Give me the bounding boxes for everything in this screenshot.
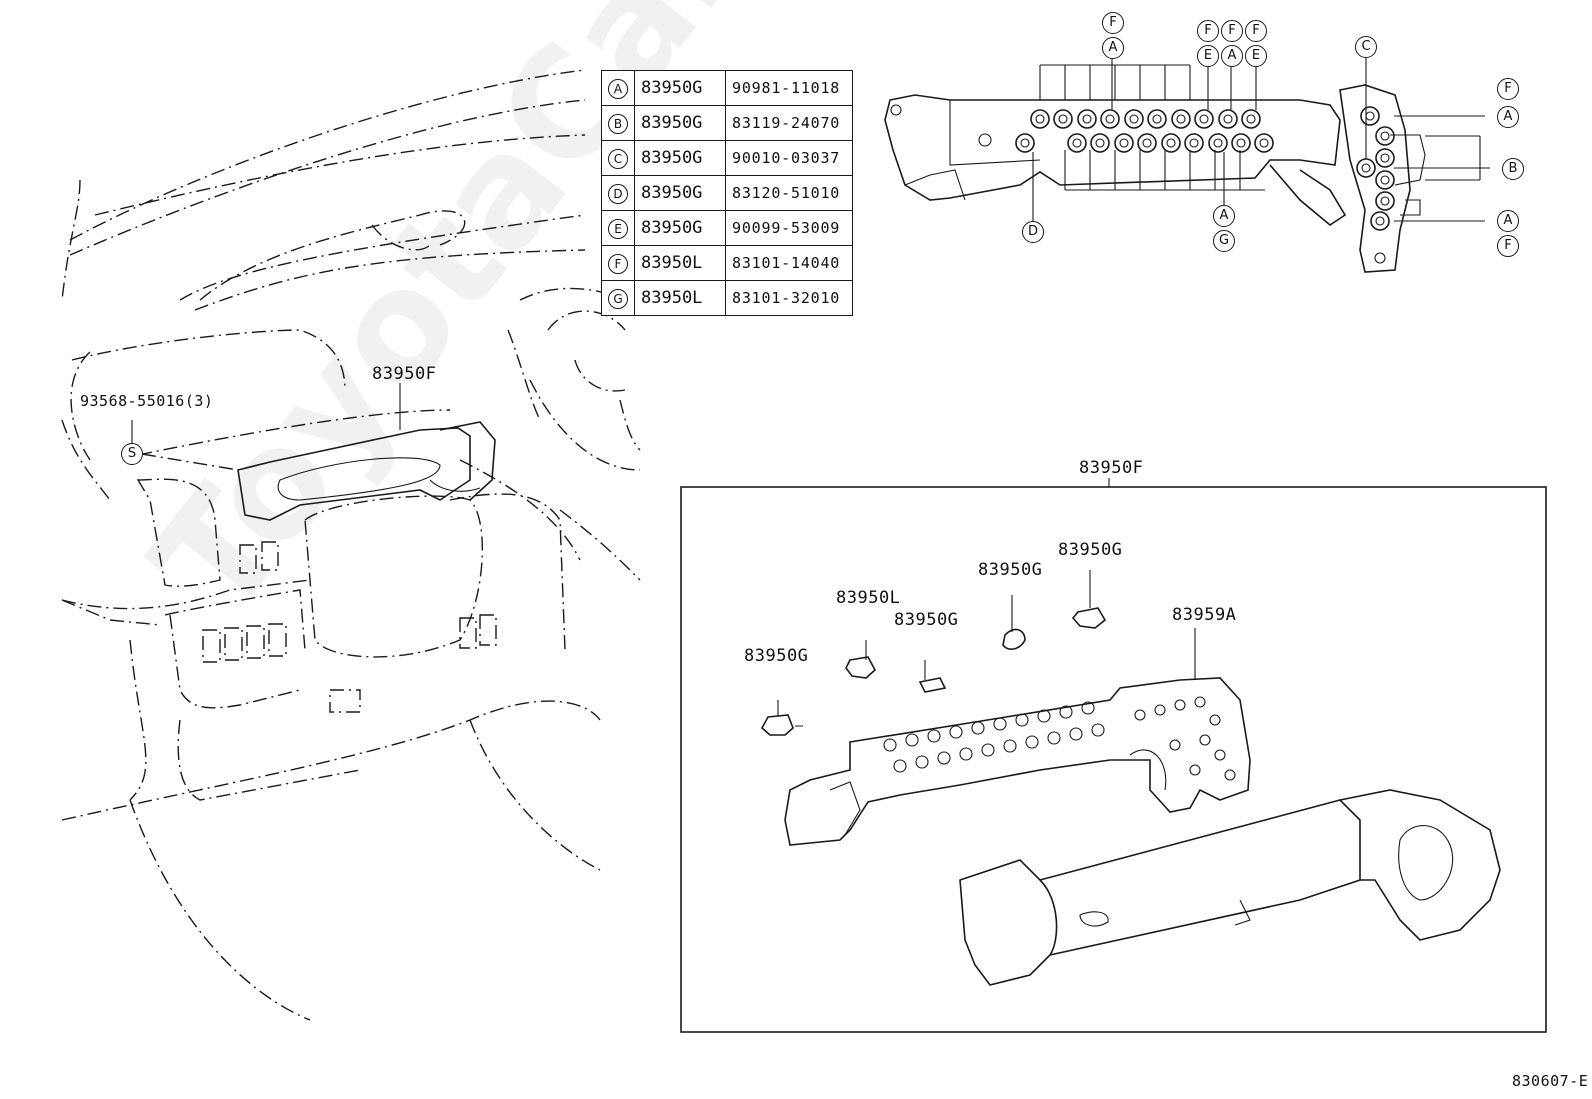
- callout-right-5: A: [1497, 210, 1519, 232]
- callout-top-3: F: [1197, 20, 1219, 42]
- callout-top-7: A: [1221, 45, 1243, 67]
- callout-right-4: B: [1502, 158, 1524, 180]
- callout-top-1: F: [1102, 12, 1124, 34]
- dashboard-illustration: [61, 69, 641, 1021]
- callout-leaders: [1032, 56, 1490, 222]
- legend-part-number: 90010-03037: [725, 140, 853, 176]
- callout-top-2: A: [1102, 37, 1124, 59]
- legend-key-letter: A: [608, 78, 628, 99]
- callout-bottom-2: A: [1213, 205, 1235, 227]
- callout-right-6: F: [1497, 235, 1519, 257]
- bulb-label-4: 83950G: [978, 560, 1043, 580]
- legend-key-letter: E: [608, 218, 628, 239]
- legend-part-number: 90981-11018: [725, 70, 853, 106]
- callout-bottom-1: D: [1022, 221, 1044, 243]
- diagram-code: 830607-E: [1512, 1072, 1589, 1090]
- socket-circles: [1015, 106, 1395, 231]
- callout-top-4: F: [1221, 20, 1243, 42]
- legend-part-code: 83950G: [634, 210, 726, 246]
- bulb-label-1: 83950G: [744, 646, 809, 666]
- legend-key: E: [601, 210, 635, 246]
- meter-top-view: [884, 56, 1490, 273]
- bulb-sockets: [760, 570, 1107, 736]
- callout-right-3: A: [1497, 106, 1519, 128]
- legend-key-letter: F: [608, 253, 628, 274]
- legend-part-number: 83120-51010: [725, 175, 853, 211]
- callout-top-5: F: [1245, 20, 1267, 42]
- legend-part-number: 83101-32010: [725, 280, 853, 316]
- legend-key: G: [601, 280, 635, 316]
- legend-key-letter: G: [608, 288, 628, 309]
- bulb-label-2: 83950L: [836, 588, 901, 608]
- callout-top-8: E: [1245, 45, 1267, 67]
- legend-part-code: 83950L: [634, 245, 726, 281]
- legend-part-code: 83950G: [634, 70, 726, 106]
- legend-part-number: 83119-24070: [725, 105, 853, 141]
- legend-part-code: 83950G: [634, 105, 726, 141]
- screw-part-number: 93568-55016(3): [80, 392, 214, 410]
- bulb-label-3: 83950G: [894, 610, 959, 630]
- meter-part-label: 83950F: [372, 364, 437, 384]
- legend-key-letter: D: [608, 183, 628, 204]
- legend-part-code: 83950G: [634, 140, 726, 176]
- legend-key: D: [601, 175, 635, 211]
- callout-bottom-3: G: [1213, 230, 1235, 252]
- bulb-label-5: 83950G: [1058, 540, 1123, 560]
- exploded-view-box: [680, 478, 1547, 1033]
- legend-key: C: [601, 140, 635, 176]
- callout-top-6: E: [1197, 45, 1219, 67]
- legend-part-code: 83950L: [634, 280, 726, 316]
- legend-part-number: 83101-14040: [725, 245, 853, 281]
- legend-key: A: [601, 70, 635, 106]
- legend-key: F: [601, 245, 635, 281]
- legend-key-letter: C: [608, 148, 628, 169]
- screw-symbol: S: [121, 443, 143, 465]
- meter-housing: [959, 789, 1501, 986]
- circuit-plate-label: 83959A: [1172, 605, 1237, 625]
- box-title-label: 83950F: [1079, 458, 1144, 478]
- legend-part-number: 90099-53009: [725, 210, 853, 246]
- legend-key: B: [601, 105, 635, 141]
- legend-part-code: 83950G: [634, 175, 726, 211]
- circuit-plate: [784, 628, 1251, 846]
- callout-right-1: C: [1355, 36, 1377, 58]
- legend-key-letter: B: [608, 113, 628, 134]
- callout-right-2: F: [1497, 78, 1519, 100]
